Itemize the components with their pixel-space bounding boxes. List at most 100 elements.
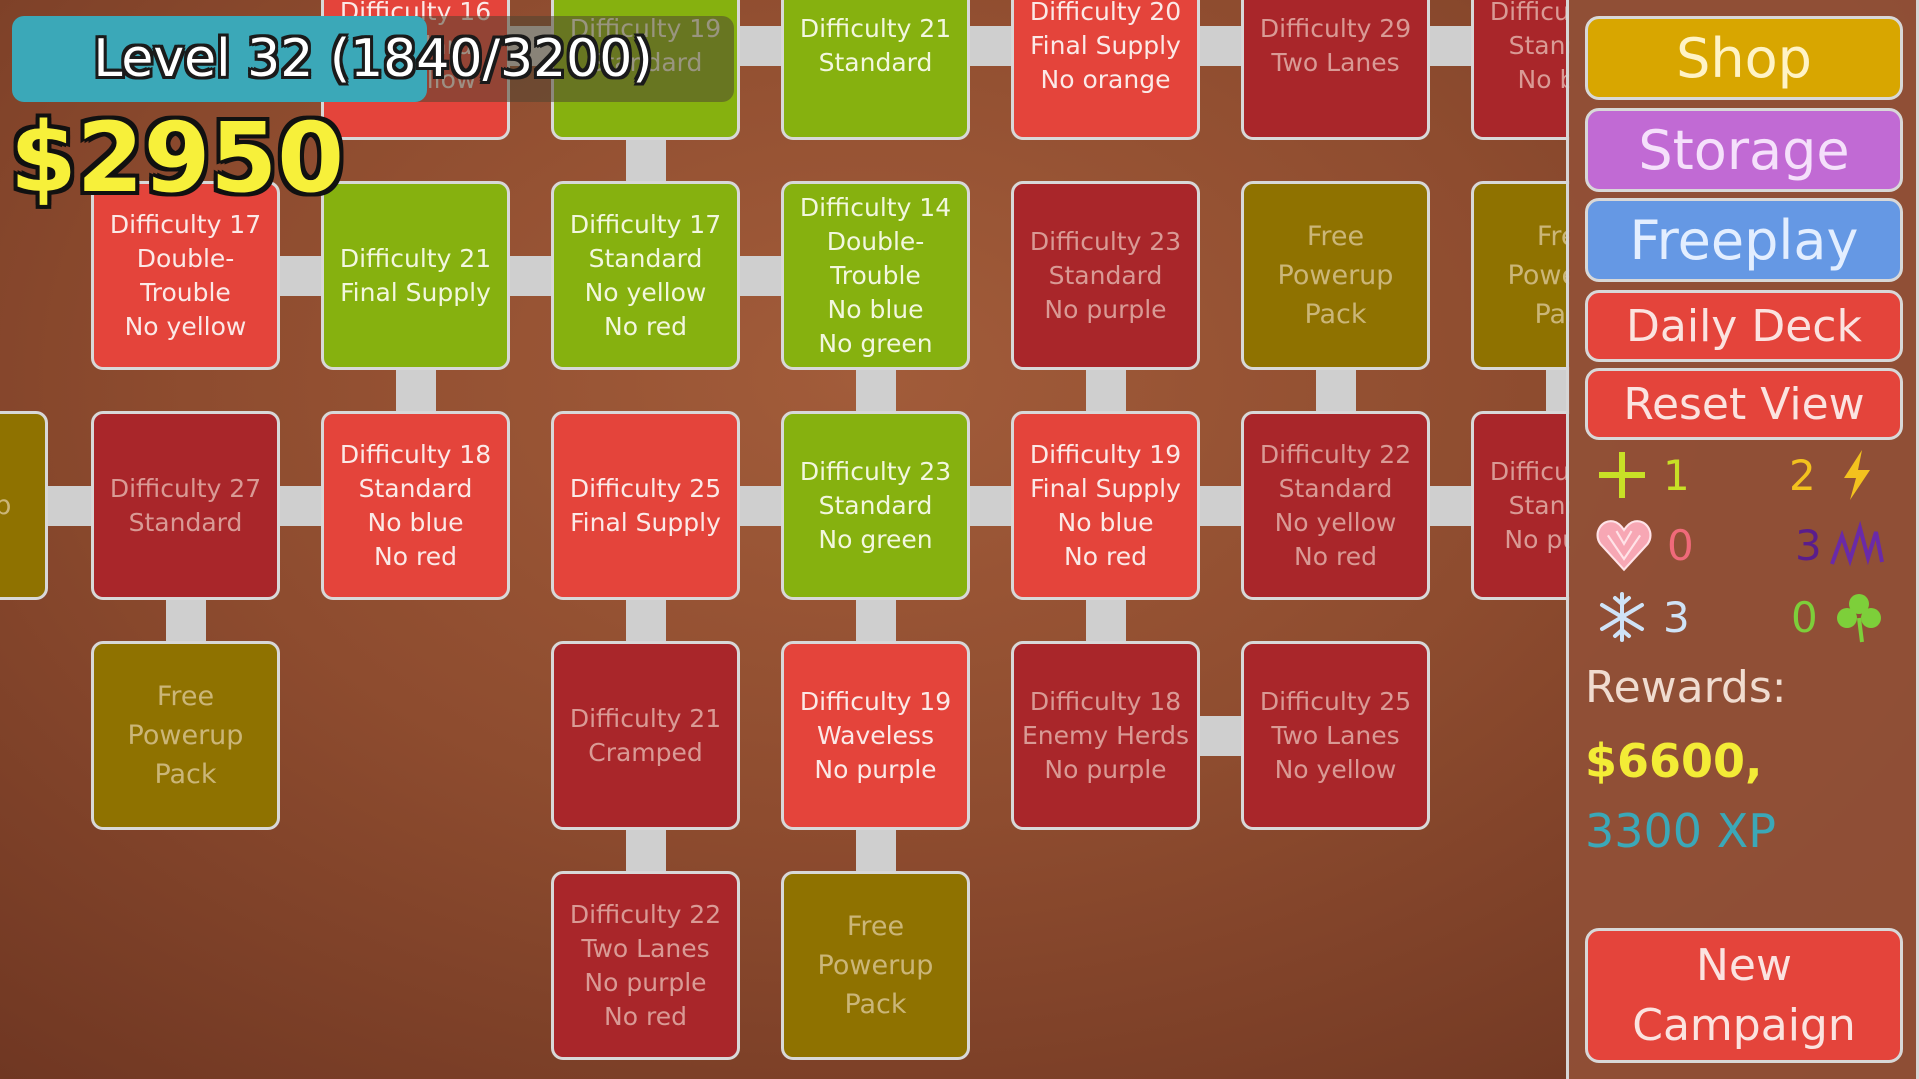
powerup-zigzag-count: 3 [1795,520,1822,570]
level-node-line: Two Lanes [1271,720,1400,750]
shop-button[interactable]: Shop [1585,16,1903,100]
level-node-line: Standard [818,490,933,520]
level-node-line: No purple [1044,754,1167,784]
level-node-line: No blue [1057,507,1154,537]
new-campaign-button[interactable]: New Campaign [1585,928,1903,1063]
level-node-line: Two Lanes [1271,47,1400,77]
level-node-line: No purple [1044,294,1167,324]
level-node-line: Difficulty 26 [1489,456,1570,486]
map-connector [46,485,93,526]
level-node-line: Difficulty 26 [1489,0,1570,26]
powerup-clover: 0 [1791,590,1886,644]
level-node-line: Difficulty 21 [799,13,952,43]
money-display: $2950 [10,102,344,214]
powerup-zigzag: 3 [1795,518,1884,572]
powerup-heart: 0 [1591,518,1694,572]
reset-view-button[interactable]: Reset View [1585,368,1903,440]
plus-icon [1595,448,1649,502]
freeplay-button[interactable]: Freeplay [1585,198,1903,282]
level-node-line: Difficulty 25 [1259,686,1412,716]
map-connector [1315,368,1356,413]
powerup-snowflake: 3 [1595,590,1690,644]
level-node-line: Double- [136,243,235,273]
map-connector [855,598,896,643]
level-node-line: Difficulty 29 [1259,13,1412,43]
level-node-line: Trouble [140,277,231,307]
level-node-r0c5[interactable]: Difficulty 29 Two Lanes [1241,0,1430,140]
level-node-line: Pack [1304,299,1367,330]
storage-button[interactable]: Storage [1585,108,1903,192]
level-node-line: Difficulty 17 [109,209,262,239]
level-node-line: No red [1064,541,1147,571]
map-connector [1198,25,1243,66]
level-node-r2c6[interactable]: Difficulty 26StandardNo purple [1471,411,1570,600]
level-node-line: Free [846,911,905,942]
level-node-line: Final Supply [570,507,721,537]
level-node-line: Difficulty 18 [339,439,492,469]
level-node-line: Standard [128,507,243,537]
level-node-r1c4[interactable]: Difficulty 23 Standard No purple [1011,181,1200,370]
level-node-line: Enemy Herds [1021,720,1190,750]
level-node-line: No red [604,1001,687,1031]
level-node-line: Difficulty 25 [569,473,722,503]
level-node-line: Double- [826,226,925,256]
level-node-line: Difficulty 22 [569,899,722,929]
level-node-line: Difficulty 23 [1029,226,1182,256]
powerup-plus-count: 1 [1663,450,1690,500]
map-connector [625,828,666,873]
map-connector [738,255,783,296]
level-node-line: Final Supply [1030,30,1181,60]
map-connector [1085,368,1126,413]
powerup-lightning: 2 [1789,448,1884,502]
map-connector [1198,485,1243,526]
daily-deck-button[interactable]: Daily Deck [1585,290,1903,362]
level-node-line: Free [1536,221,1570,252]
level-node-line: No purple [1504,524,1570,554]
map-connector [165,598,206,643]
heart-icon [1591,518,1657,572]
level-node-line: Waveless [817,720,934,750]
level-node-line: No orange [1040,64,1171,94]
level-node-r2c2[interactable]: Difficulty 25 Final Supply [551,411,740,600]
level-node-line: No red [374,541,457,571]
level-node-line: No purple [584,967,707,997]
level-progress-bar: Level 32 (1840/3200) [12,16,734,102]
new-campaign-line1: New [1696,939,1792,991]
map-connector [1198,715,1243,756]
level-node-line: Standard [1048,260,1163,290]
powerup-heart-count: 0 [1667,520,1694,570]
map-connector [1428,25,1473,66]
level-node-line: Standard [1508,30,1570,60]
map-connector [1428,485,1473,526]
level-node-r0c6[interactable]: Difficulty 26StandardNo blue [1471,0,1570,140]
campaign-map[interactable]: Difficulty 16StandardNo yellowDifficulty… [0,0,1570,1079]
level-label: Level 32 (1840/3200) [93,29,653,89]
level-node-line: No yellow [584,277,707,307]
sidebar-panel: Shop Storage Freeplay Daily Deck Reset V… [1566,0,1919,1079]
level-node-line: Final Supply [1030,473,1181,503]
level-node-line: Powerup [1507,260,1570,291]
level-node-line: No blue [367,507,464,537]
level-node-line: Difficulty 22 [1259,439,1412,469]
